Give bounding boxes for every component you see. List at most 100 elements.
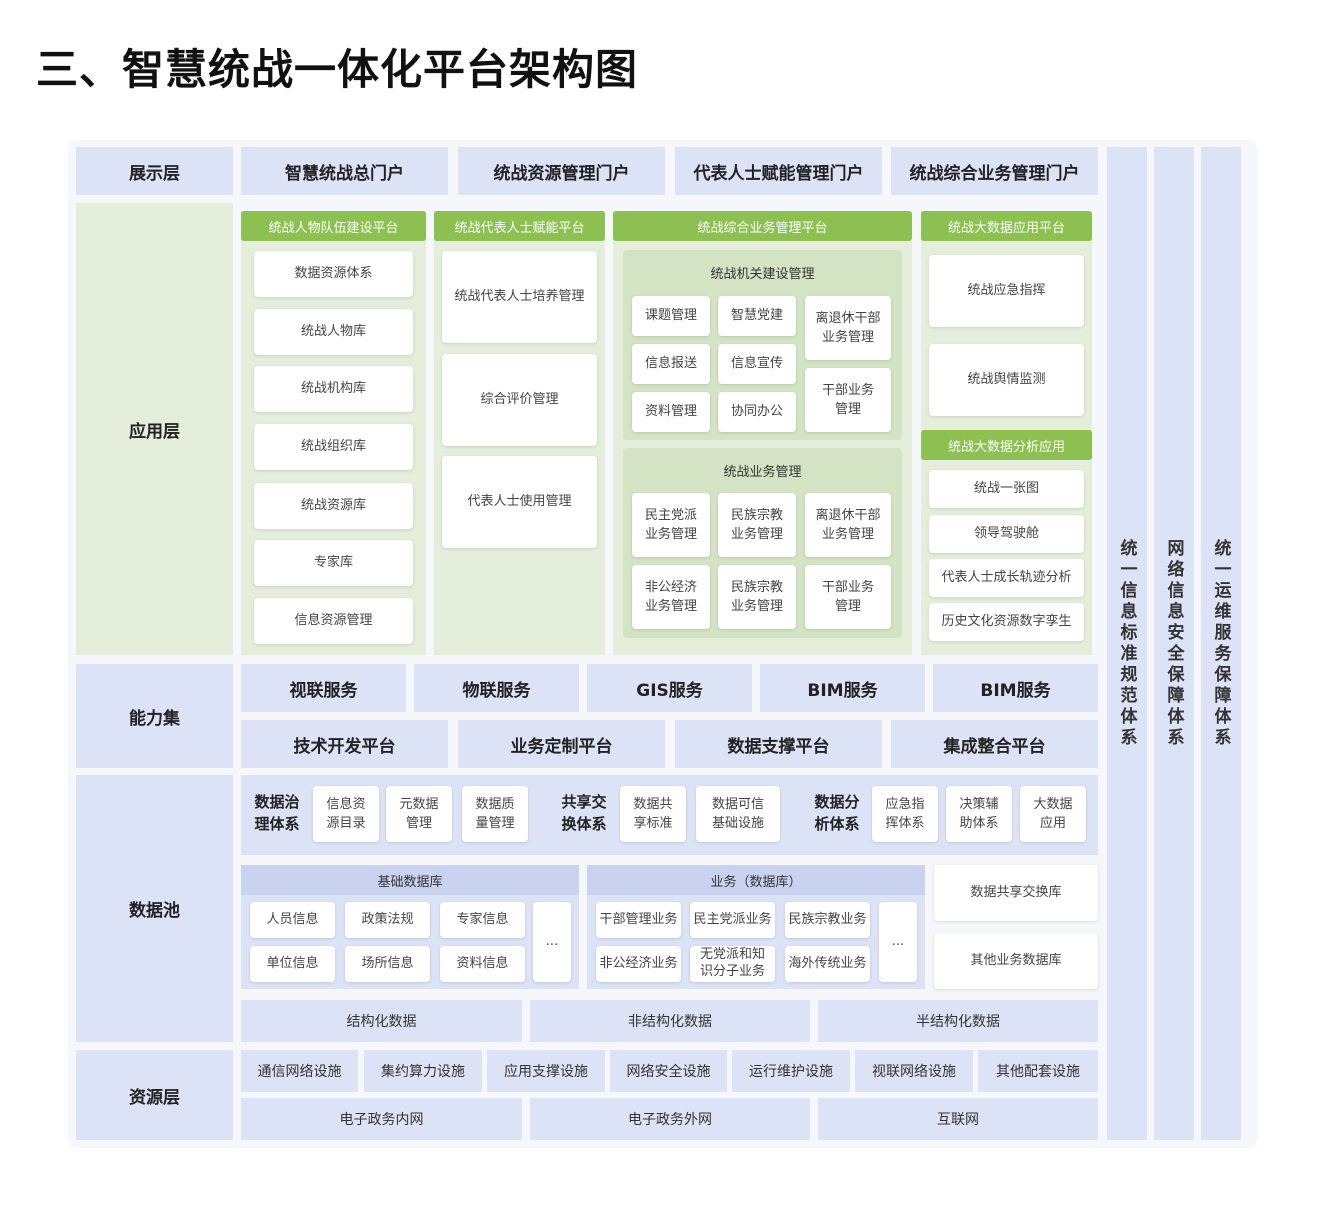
- biz-db-item: 无党派和知 识分子业务: [690, 946, 775, 982]
- org-management-title: 统战机关建设管理: [710, 266, 815, 282]
- facility-item: 通信网络设施: [241, 1050, 358, 1092]
- app-col2-item: 代表人士使用管理: [442, 456, 597, 548]
- service-item: 视联服务: [241, 664, 406, 712]
- service-item: BIM服务: [760, 664, 925, 712]
- base-db-item: 场所信息: [345, 946, 430, 982]
- service-item: GIS服务: [587, 664, 752, 712]
- business-database-title: 业务（数据库）: [587, 865, 925, 895]
- biz-db-item: 非公经济业务: [596, 946, 681, 982]
- network-item: 电子政务外网: [530, 1098, 810, 1140]
- app-col3-title: 统战综合业务管理平台: [613, 211, 912, 241]
- semi-structured-data: 半结构化数据: [818, 1000, 1098, 1042]
- pillar-security: 网络信息安全保障体系: [1154, 147, 1194, 1140]
- facility-item: 其他配套设施: [978, 1050, 1098, 1092]
- org-item: 信息报送: [632, 344, 710, 384]
- pillar-operations: 统一运维服务保障体系: [1201, 147, 1241, 1140]
- pillar-standards-label: 统一信息标准规范体系: [1116, 538, 1137, 749]
- biz-item: 民主党派 业务管理: [632, 493, 710, 557]
- platform-item: 业务定制平台: [458, 720, 665, 768]
- sharing-item: 数据可信 基础设施: [696, 786, 780, 842]
- org-item: 协同办公: [718, 392, 796, 432]
- portal-resource: 统战资源管理门户: [458, 147, 665, 195]
- service-item: BIM服务: [933, 664, 1098, 712]
- app-col4-title: 统战大数据应用平台: [921, 211, 1092, 241]
- facility-item: 运行维护设施: [732, 1050, 850, 1092]
- sharing-item: 数据共 享标准: [620, 786, 686, 842]
- biz-item: 离退休干部 业务管理: [805, 493, 891, 557]
- app-col1-item: 统战机构库: [254, 366, 413, 412]
- other-business-db: 其他业务数据库: [934, 933, 1098, 989]
- sharing-group-label: 共享交 换体系: [561, 793, 607, 833]
- app-col1-item: 统战资源库: [254, 483, 413, 529]
- facility-item: 网络安全设施: [610, 1050, 727, 1092]
- facility-item: 应用支撑设施: [487, 1050, 605, 1092]
- governance-group-label: 数据治 理体系: [254, 793, 300, 833]
- base-db-item: 专家信息: [440, 902, 525, 938]
- app-col4-analysis-item: 代表人士成长轨迹分析: [929, 559, 1084, 597]
- app-col1-item: 数据资源体系: [254, 251, 413, 297]
- org-item-cadre: 干部业务 管理: [805, 368, 891, 432]
- pillar-security-label: 网络信息安全保障体系: [1163, 538, 1184, 749]
- layer-display: 展示层: [76, 147, 233, 195]
- biz-db-item: 民主党派业务: [690, 902, 775, 938]
- app-col2-title: 统战代表人士赋能平台: [434, 211, 605, 241]
- governance-item: 信息资 源目录: [313, 786, 379, 842]
- platform-item: 集成整合平台: [891, 720, 1098, 768]
- facility-item: 视联网络设施: [855, 1050, 973, 1092]
- app-col2-item: 综合评价管理: [442, 354, 597, 446]
- shared-exchange-db: 数据共享交换库: [934, 865, 1098, 921]
- analysis-group-label: 数据分 析体系: [814, 793, 860, 833]
- service-item: 物联服务: [414, 664, 579, 712]
- base-db-item: 政策法规: [345, 902, 430, 938]
- platform-item: 数据支撑平台: [675, 720, 882, 768]
- app-col1-item: 统战人物库: [254, 309, 413, 355]
- org-item: 资料管理: [632, 392, 710, 432]
- app-col2-item: 统战代表人士培养管理: [442, 251, 597, 343]
- org-item: 课题管理: [632, 296, 710, 336]
- base-db-item: 人员信息: [250, 902, 335, 938]
- org-item: 信息宣传: [718, 344, 796, 384]
- portal-representative: 代表人士赋能管理门户: [675, 147, 882, 195]
- base-database-title: 基础数据库: [241, 865, 579, 895]
- analysis-item: 大数据 应用: [1020, 786, 1086, 842]
- biz-item: 非公经济 业务管理: [632, 565, 710, 629]
- unstructured-data: 非结构化数据: [530, 1000, 810, 1042]
- app-col4-analysis-item: 领导驾驶舱: [929, 515, 1084, 553]
- united-front-business-title: 统战业务管理: [723, 464, 802, 480]
- org-item-retired-cadre: 离退休干部 业务管理: [805, 296, 891, 360]
- pillar-operations-label: 统一运维服务保障体系: [1210, 538, 1231, 749]
- biz-db-item: 海外传统业务: [785, 946, 870, 982]
- portal-business: 统战综合业务管理门户: [891, 147, 1098, 195]
- portal-main: 智慧统战总门户: [241, 147, 448, 195]
- base-db-item: 单位信息: [250, 946, 335, 982]
- biz-item: 民族宗教 业务管理: [718, 565, 796, 629]
- app-col4-item: 统战应急指挥: [929, 255, 1084, 327]
- base-db-more: ...: [533, 902, 571, 982]
- biz-db-item: 民族宗教业务: [785, 902, 870, 938]
- platform-item: 技术开发平台: [241, 720, 448, 768]
- app-col1-item: 统战组织库: [254, 424, 413, 470]
- biz-item: 干部业务 管理: [805, 565, 891, 629]
- facility-item: 集约算力设施: [364, 1050, 482, 1092]
- app-col4-item: 统战舆情监测: [929, 344, 1084, 416]
- layer-resource: 资源层: [76, 1050, 233, 1140]
- structured-data: 结构化数据: [241, 1000, 522, 1042]
- app-col1-item: 信息资源管理: [254, 598, 413, 644]
- governance-item: 数据质 量管理: [462, 786, 528, 842]
- page-title: 三、智慧统战一体化平台架构图: [36, 45, 639, 94]
- analysis-item: 应急指 挥体系: [872, 786, 938, 842]
- org-item: 智慧党建: [718, 296, 796, 336]
- layer-application: 应用层: [76, 203, 233, 655]
- network-item: 互联网: [818, 1098, 1098, 1140]
- app-col4-analysis-item: 历史文化资源数字孪生: [929, 603, 1084, 641]
- biz-db-more: ...: [879, 902, 917, 982]
- app-col1-item: 专家库: [254, 540, 413, 586]
- layer-data-pool: 数据池: [76, 775, 233, 1042]
- app-col4-analysis-item: 统战一张图: [929, 470, 1084, 508]
- app-col1-title: 统战人物队伍建设平台: [241, 211, 426, 241]
- pillar-standards: 统一信息标准规范体系: [1107, 147, 1147, 1140]
- network-item: 电子政务内网: [241, 1098, 522, 1140]
- base-db-item: 资料信息: [440, 946, 525, 982]
- analysis-item: 决策辅 助体系: [946, 786, 1012, 842]
- app-col4-title2: 统战大数据分析应用: [921, 430, 1092, 460]
